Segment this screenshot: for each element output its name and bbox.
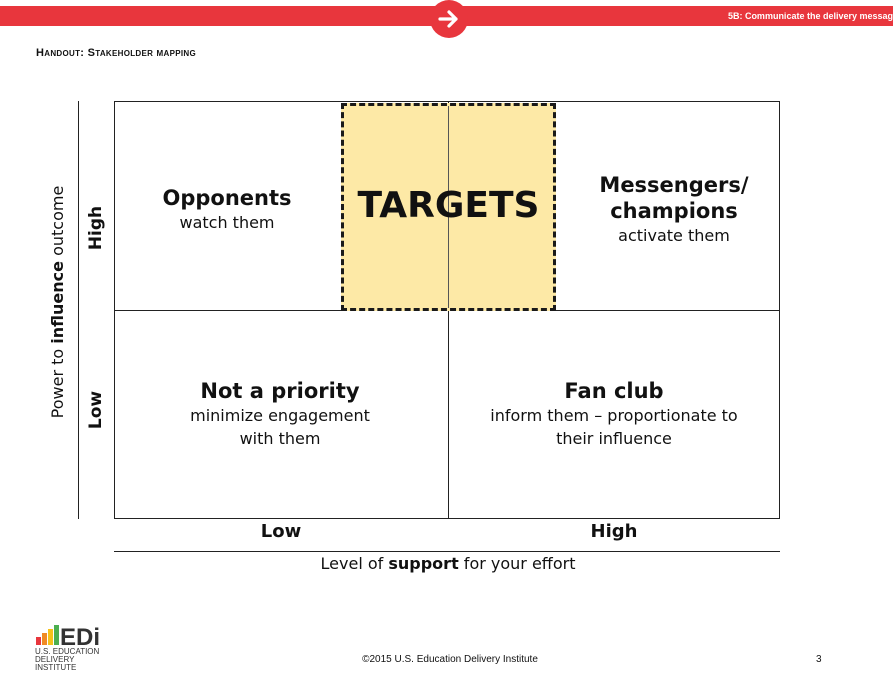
handout-title: Handout: Stakeholder mapping [36,47,196,59]
x-axis-label: Level of support for your effort [250,554,646,573]
y-axis-label-bold: influence [48,261,67,344]
quadrant-subtitle: inform them – proportionate to [490,406,738,425]
y-axis-line [78,101,79,519]
handout-prefix: Handout: [36,47,85,59]
quadrant-title: Opponents [162,186,292,210]
page-number: 3 [816,654,822,665]
quadrant-title: Fan club [564,379,664,403]
arrow-right-icon [438,10,458,28]
x-axis-label-bold: support [388,554,459,573]
quadrant-subtitle: watch them [179,213,275,232]
quadrant-subtitle-line2: with them [239,429,321,448]
quadrant-not-a-priority: Not a priority minimize engagement with … [160,378,400,450]
quadrant-title: Messengers/ [599,173,749,197]
logo-bars-icon: EDi [36,624,100,648]
quadrant-subtitle: activate them [618,226,730,245]
handout-name: Stakeholder mapping [87,47,196,59]
y-axis-label-post: outcome [48,185,67,261]
quadrant-fan-club: Fan club inform them – proportionate to … [472,378,756,450]
x-tick-high: High [590,521,638,542]
quadrant-subtitle-line2: their influence [556,429,672,448]
targets-label: TARGETS [357,185,540,226]
quadrant-opponents: Opponents watch them [152,185,302,234]
logo-sub-line1: U.S. EDUCATION [35,647,100,656]
targets-center-line [448,106,449,308]
y-axis-label-pre: Power to [48,343,67,419]
x-tick-low: Low [260,521,302,542]
logo-sub-line2: DELIVERY INSTITUTE [35,655,77,672]
y-tick-high: High [86,205,106,251]
x-axis-label-post: for your effort [458,554,576,573]
section-title: 5B: Communicate the delivery messag [727,11,893,21]
quadrant-title: Not a priority [200,379,360,403]
logo-text: EDi [60,624,100,648]
quadrant-messengers: Messengers/ champions activate them [574,172,774,247]
y-tick-low: Low [86,390,106,430]
quadrant-subtitle: minimize engagement [190,406,370,425]
next-arrow-button[interactable] [430,0,468,38]
x-axis-line [114,551,780,552]
logo-subtitle: U.S. EDUCATION DELIVERY INSTITUTE [35,648,115,672]
copyright: ©2015 U.S. Education Delivery Institute [362,654,538,665]
y-axis-label: Power to influence outcome [46,162,70,442]
quadrant-title-line2: champions [610,199,738,223]
edi-logo: EDi U.S. EDUCATION DELIVERY INSTITUTE [35,622,115,672]
x-axis-label-pre: Level of [320,554,389,573]
